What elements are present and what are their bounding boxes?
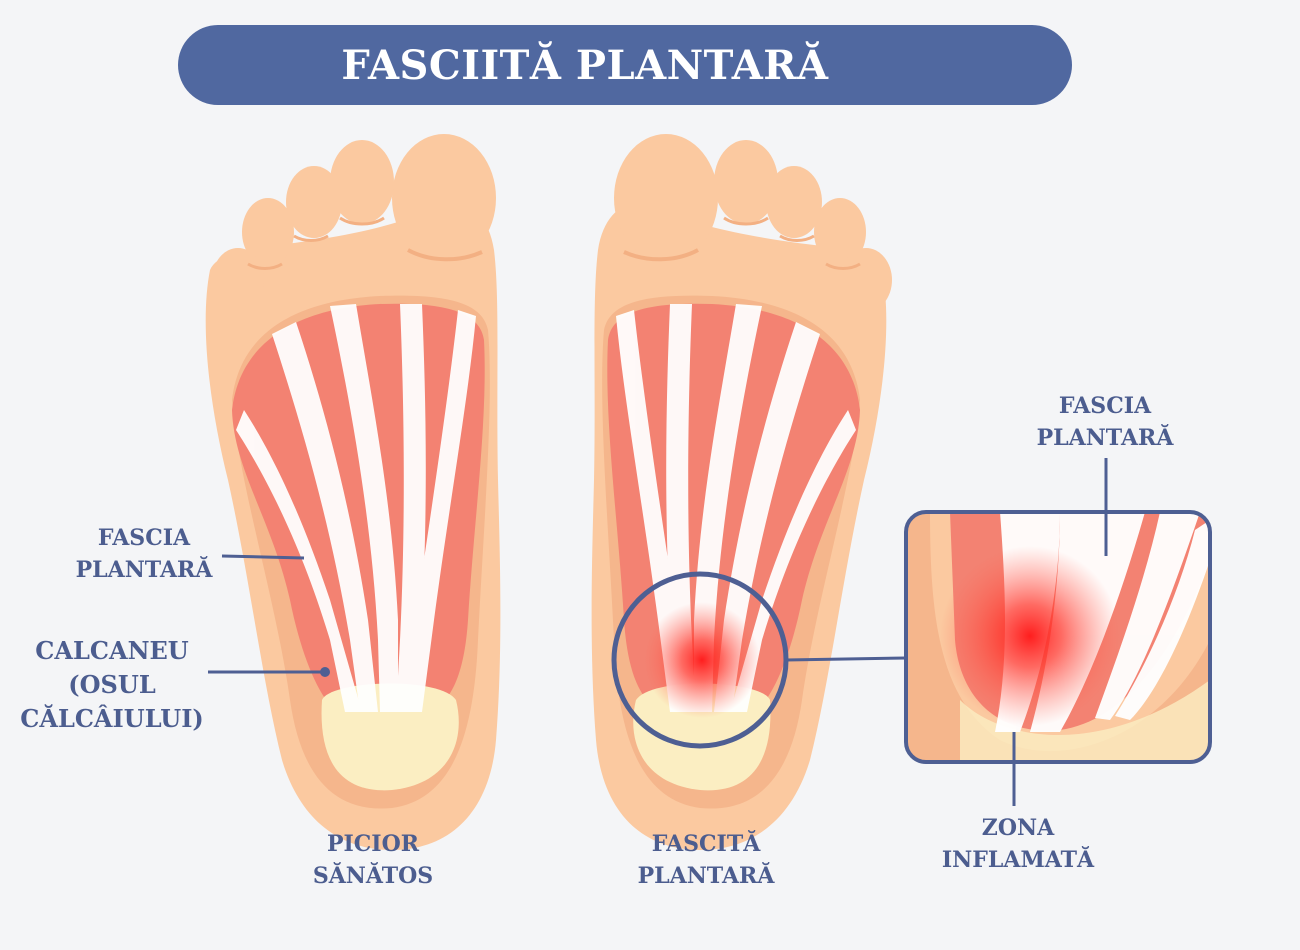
label-calcaneus: CALCANEU (OSUL CĂLCÂIULUI) (20, 636, 204, 733)
left-fascia-line (221, 554, 305, 560)
label-fasciitis-foot: FASCITĂ PLANTARĂ (637, 831, 775, 889)
healthy-toe-2 (330, 140, 394, 224)
fasciitis-big-toe (614, 134, 718, 262)
inflammation-spot (644, 602, 760, 718)
zoom-box (904, 510, 1212, 764)
label-zoom-fascia: FASCIA PLANTARĂ (1036, 393, 1174, 451)
zoom-connector-line (785, 656, 907, 662)
healthy-fascia-bands (236, 304, 476, 712)
healthy-toe-3 (286, 166, 342, 238)
fasciitis-toe-5 (840, 248, 892, 312)
healthy-toe-4 (242, 198, 294, 266)
healthy-foot (205, 134, 501, 851)
label-inflamed-zone: ZONA INFLAMATĂ (941, 815, 1095, 873)
leader-lines (208, 458, 1108, 806)
healthy-big-toe (392, 134, 496, 262)
fasciitis-foot (591, 134, 892, 851)
healthy-toe-5 (212, 248, 264, 312)
fasciitis-toe-4 (814, 198, 866, 266)
page-title: FASCIITĂ PLANTARĂ (341, 41, 829, 89)
calcaneus-pointer-dot (320, 667, 330, 677)
label-left-fascia: FASCIA PLANTARĂ (75, 525, 213, 583)
fasciitis-toe-2 (714, 140, 778, 224)
label-healthy-foot: PICIOR SĂNĂTOS (312, 831, 434, 889)
fasciitis-toe-3 (766, 166, 822, 238)
title-banner: FASCIITĂ PLANTARĂ (178, 25, 1072, 105)
